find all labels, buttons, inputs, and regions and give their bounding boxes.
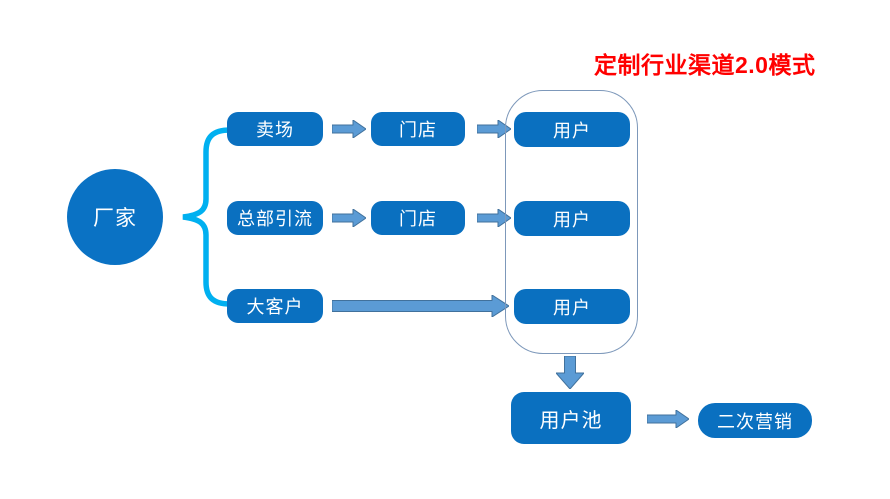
arrow-right-icon bbox=[477, 120, 511, 138]
arrow-right-long-icon bbox=[332, 295, 509, 317]
user-group-container bbox=[505, 90, 638, 354]
arrow-right-icon bbox=[332, 120, 366, 138]
node-hq-traffic: 总部引流 bbox=[227, 201, 323, 235]
node-store-2: 门店 bbox=[371, 201, 465, 235]
arrow-down-icon bbox=[556, 356, 584, 389]
node-mall: 卖场 bbox=[227, 112, 323, 146]
source-node-label: 厂家 bbox=[93, 207, 137, 230]
node-user-2: 用户 bbox=[514, 201, 630, 236]
node-remarketing: 二次营销 bbox=[698, 403, 812, 438]
arrow-right-icon bbox=[647, 410, 689, 428]
source-node: 厂家 bbox=[67, 169, 163, 265]
node-user-3: 用户 bbox=[514, 289, 630, 324]
left-brace-icon bbox=[182, 127, 233, 307]
arrow-right-icon bbox=[477, 209, 511, 227]
arrow-right-icon bbox=[332, 209, 366, 227]
diagram-title: 定制行业渠道2.0模式 bbox=[594, 52, 816, 78]
node-key-account: 大客户 bbox=[227, 289, 323, 323]
node-store-1: 门店 bbox=[371, 112, 465, 146]
node-user-1: 用户 bbox=[514, 112, 630, 147]
node-user-pool: 用户池 bbox=[511, 392, 631, 444]
